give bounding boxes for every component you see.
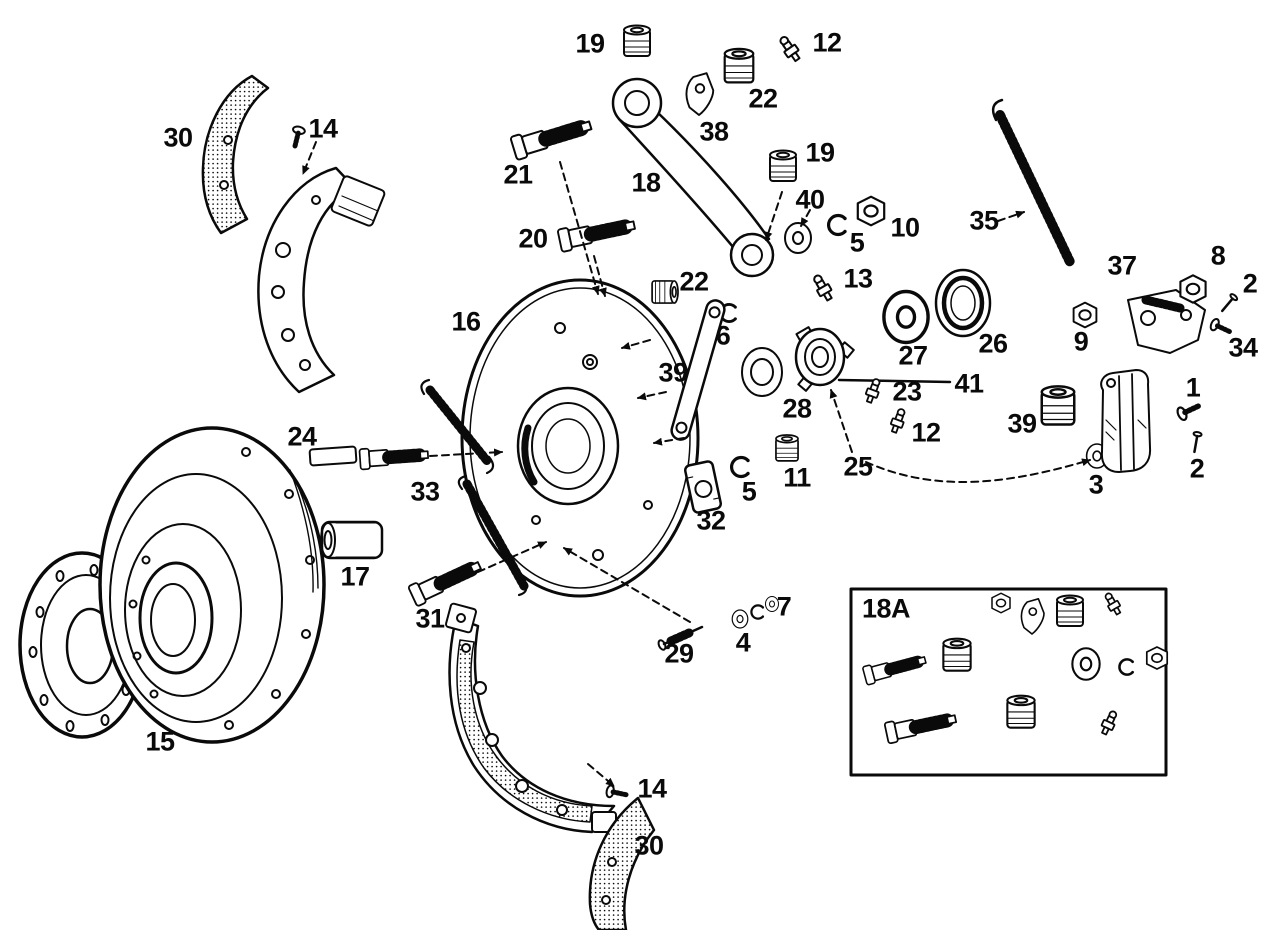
- backing-plate-illustration: [460, 278, 700, 598]
- anchor-plate-illustration: [683, 460, 723, 514]
- spacer-illustration: [320, 520, 384, 560]
- retainer-ring-illustration: [934, 268, 992, 338]
- clevis-fork-illustration: [1100, 369, 1152, 473]
- leader-lines: [302, 141, 1091, 787]
- hub-piece-illustration: [794, 326, 855, 392]
- lever-arm-illustration: [611, 77, 775, 278]
- inset-box-18a: [849, 587, 1169, 777]
- anchor-pin-illustration: [308, 444, 428, 469]
- bottom-brake-lining-illustration: [588, 796, 656, 930]
- large-washer-illustration: [741, 347, 783, 397]
- top-brake-lining-illustration: [201, 74, 270, 235]
- return-springs-illustration: [420, 378, 529, 597]
- brake-drum-illustration: [18, 426, 326, 744]
- long-spring-illustration: [991, 98, 1075, 267]
- bottom-brake-shoe-illustration: [445, 602, 617, 834]
- adjuster-lever-illustration: [1127, 289, 1206, 354]
- adjuster-pin-illustration: [657, 625, 704, 651]
- pointer-line-41: [837, 378, 952, 384]
- top-brake-shoe-illustration: [257, 166, 386, 394]
